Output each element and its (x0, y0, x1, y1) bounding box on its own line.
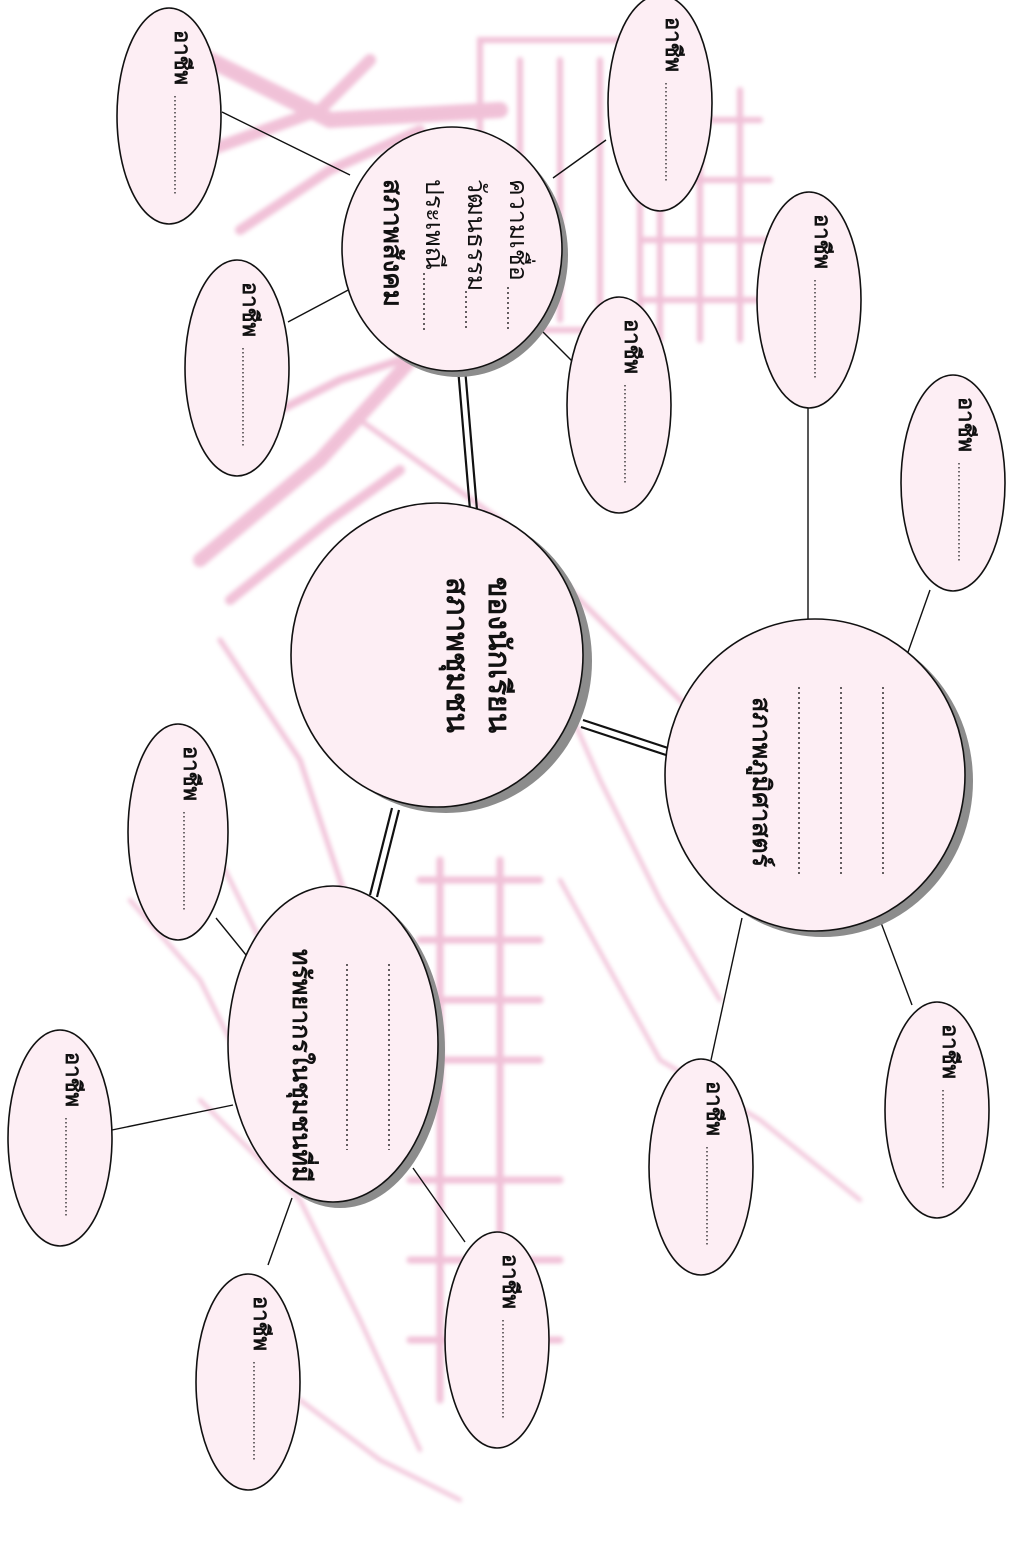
geography-job-bubble-4: อาชีพ (884, 1001, 990, 1219)
social-job-bubble-3: อาชีพ (607, 0, 713, 212)
geography-job-bubble-3: อาชีพ (648, 1058, 754, 1276)
resources-job-label-2: อาชีพ (60, 1052, 85, 1107)
social-job-bubble-4: อาชีพ (566, 296, 672, 514)
link-social-job-2 (287, 287, 353, 323)
social-job-label-4: อาชีพ (619, 319, 644, 374)
link-social-job-3 (552, 139, 607, 179)
resources-job-bubble-4: อาชีพ (444, 1231, 550, 1449)
resources-title: ทรัพยากรในชุมชนที่มี (285, 949, 319, 1182)
social-bubble: สภาพสังคม ประเพณี วัฒนธรรม ความเชื่อ (341, 126, 568, 377)
social-title: สภาพสังคม (377, 179, 407, 307)
social-job-bubble-1: อาชีพ (116, 7, 222, 225)
link-geography-job-3 (710, 917, 743, 1061)
geography-title: สภาพภูมิศาสตร์ (745, 697, 776, 868)
center-to-social-link (456, 367, 479, 511)
resources-job-label-1: อาชีพ (178, 746, 203, 801)
social-job-bubble-2: อาชีพ (184, 259, 290, 477)
resources-job-bubble-3: อาชีพ (195, 1273, 301, 1491)
center-line-1: สภาพชุมชน (438, 577, 474, 733)
geography-job-bubble-2: อาชีพ (900, 374, 1006, 592)
link-resources-job-4 (412, 1167, 466, 1243)
center-to-resources-link (368, 807, 401, 898)
geography-job-bubble-1: อาชีพ (756, 191, 862, 409)
social-job-label-1: อาชีพ (169, 30, 194, 85)
geography-bubble: สภาพภูมิศาสตร์ (664, 618, 973, 937)
link-resources-job-3 (267, 1197, 293, 1266)
resources-job-bubble-2: อาชีพ (7, 1029, 113, 1247)
center-bubble: สภาพชุมชน ของนักเรียน (290, 502, 592, 813)
geography-job-label-3: อาชีพ (701, 1081, 726, 1136)
social-line-2: วัฒนธรรม (462, 179, 491, 291)
resources-bubble: ทรัพยากรในชุมชนที่มี (227, 885, 445, 1208)
geography-job-label-4: อาชีพ (937, 1024, 962, 1079)
social-line-3: ความเชื่อ (504, 179, 536, 281)
geography-job-label-2: อาชีพ (953, 397, 978, 452)
link-social-job-1 (221, 111, 351, 176)
resources-job-label-3: อาชีพ (248, 1296, 273, 1351)
social-job-label-3: อาชีพ (660, 17, 685, 72)
geography-job-label-1: อาชีพ (809, 214, 834, 269)
center-to-geography-link (580, 718, 669, 757)
social-job-label-2: อาชีพ (237, 282, 262, 337)
link-geography-job-2 (906, 589, 931, 656)
social-line-1: ประเพณี (420, 179, 449, 270)
link-resources-job-2 (111, 1104, 234, 1131)
center-line-2: ของนักเรียน (481, 577, 516, 734)
resources-job-label-4: อาชีพ (497, 1254, 522, 1309)
link-geography-job-4 (879, 919, 913, 1006)
resources-job-bubble-1: อาชีพ (127, 723, 229, 941)
